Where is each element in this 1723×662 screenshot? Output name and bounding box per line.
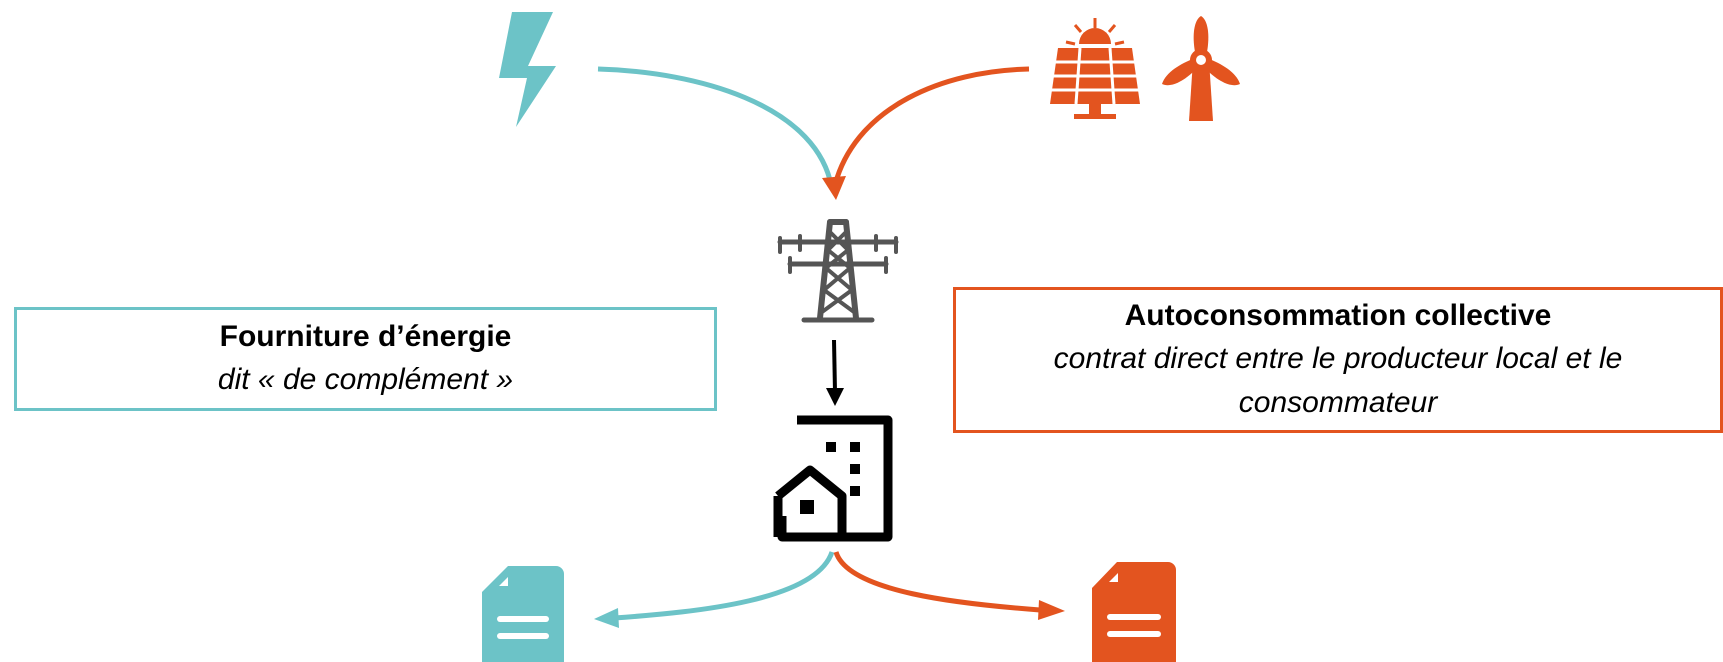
consumer-to-local-invoice-arrow <box>833 551 1065 620</box>
supply-invoice-icon <box>482 566 564 662</box>
local-to-network-arrow <box>822 66 1030 200</box>
collective-selfconsumption-title: Autoconsommation collective <box>1124 299 1552 332</box>
wind-turbine-icon <box>1162 16 1240 121</box>
supply-contract-box: Fourniture d’énergie dit « de complément… <box>14 307 717 411</box>
collective-selfconsumption-subtitle: contrat direct entre le producteur local… <box>1053 342 1623 419</box>
collective-selfconsumption-box: Autoconsommation collective contrat dire… <box>953 287 1723 433</box>
solar-panel-icon <box>1050 18 1140 119</box>
supply-contract-subtitle: dit « de complément » <box>217 363 514 396</box>
building-house-icon <box>773 415 893 542</box>
lightning-bolt-icon <box>499 12 556 127</box>
power-pylon-icon <box>777 219 899 323</box>
network-to-consumer-arrow <box>826 339 844 406</box>
consumer-to-supply-invoice-arrow <box>594 551 835 628</box>
supply-to-network-arrow <box>597 66 833 181</box>
supply-contract-title: Fourniture d’énergie <box>219 320 512 353</box>
local-invoice-icon <box>1092 562 1176 662</box>
